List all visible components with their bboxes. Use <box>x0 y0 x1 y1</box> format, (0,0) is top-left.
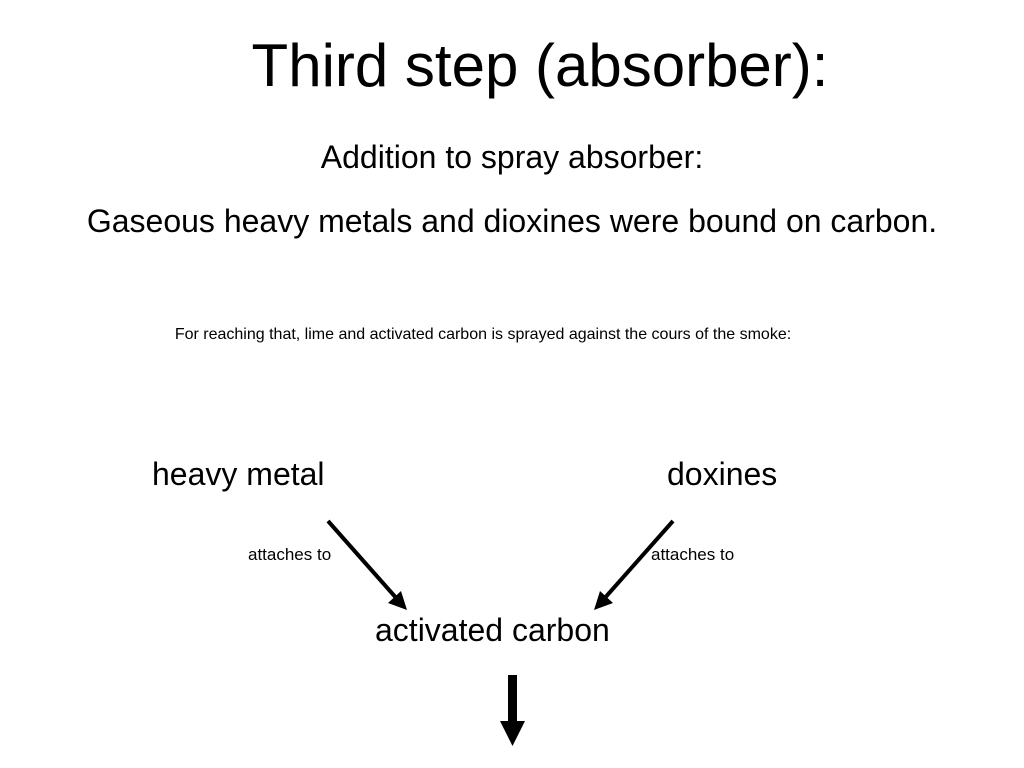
slide-title: Third step (absorber): <box>251 32 829 99</box>
arrow-heavy-metal-to-carbon <box>326 519 407 610</box>
node-activated-carbon: activated carbon <box>375 612 610 648</box>
arrow-doxines-to-carbon <box>594 519 675 610</box>
slide-statement: Gaseous heavy metals and dioxines were b… <box>86 203 938 239</box>
slide-subtitle: Addition to spray absorber: <box>320 139 704 175</box>
slide-note: For reaching that, lime and activated ca… <box>174 326 792 343</box>
edge-label-heavy-metal: attaches to <box>248 545 332 564</box>
edge-label-doxines: attaches to <box>651 545 735 564</box>
node-doxines: doxines <box>667 456 778 492</box>
arrow-down-from-carbon <box>500 675 525 746</box>
node-heavy-metal: heavy metal <box>152 456 325 492</box>
